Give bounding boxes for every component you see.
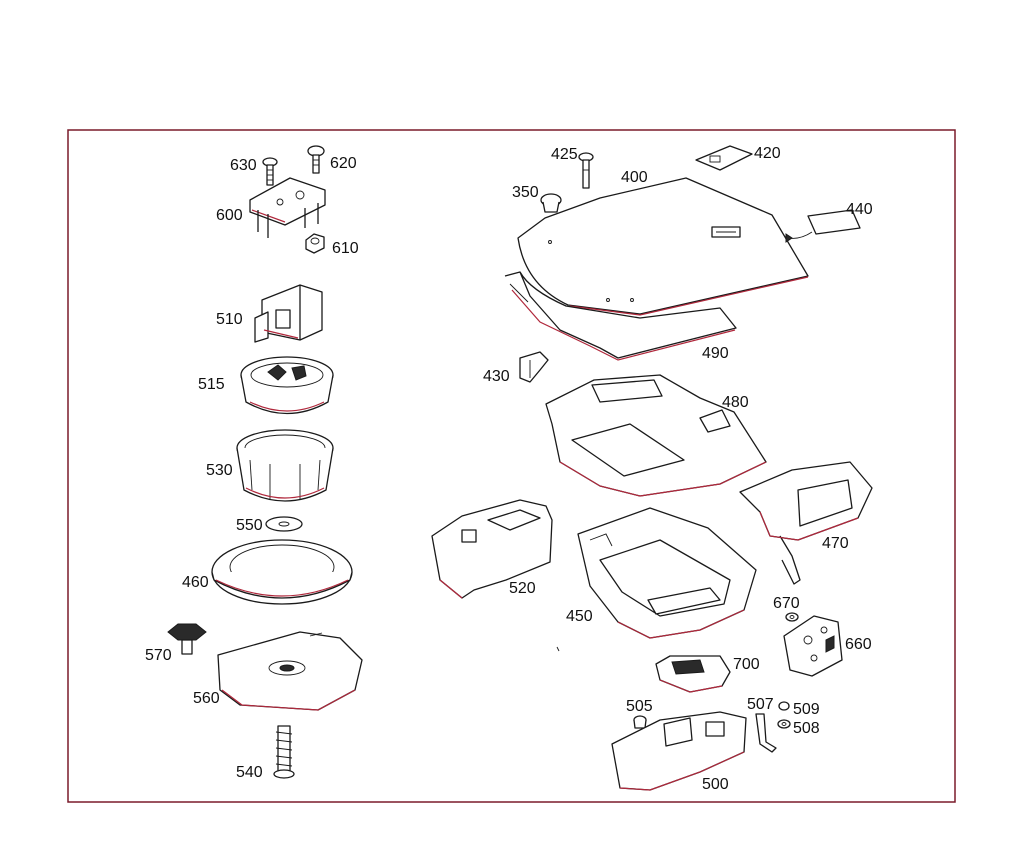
label-630: 630	[230, 157, 257, 174]
label-470: 470	[822, 535, 849, 552]
part-509-nut[interactable]	[778, 701, 790, 711]
label-700: 700	[733, 656, 760, 673]
part-505-nut[interactable]	[633, 715, 647, 729]
label-560: 560	[193, 690, 220, 707]
part-470-side-box[interactable]	[739, 461, 873, 585]
label-490: 490	[702, 345, 729, 362]
part-440-label[interactable]	[785, 209, 861, 243]
label-610: 610	[332, 240, 359, 257]
part-620-screw[interactable]	[307, 145, 325, 174]
diagram-frame	[67, 129, 956, 803]
part-507-bracket[interactable]	[755, 713, 777, 753]
label-540: 540	[236, 764, 263, 781]
label-550: 550	[236, 517, 263, 534]
label-510: 510	[216, 311, 243, 328]
part-490-panel[interactable]	[504, 271, 737, 361]
label-600: 600	[216, 207, 243, 224]
part-700-cover[interactable]	[655, 655, 731, 693]
part-670-nut[interactable]	[785, 612, 799, 622]
part-508-washer[interactable]	[777, 719, 791, 729]
stray-mark	[556, 646, 560, 652]
label-670: 670	[773, 595, 800, 612]
part-630-screw[interactable]	[262, 157, 278, 186]
part-570-clip[interactable]	[167, 623, 207, 655]
label-400: 400	[621, 169, 648, 186]
label-350: 350	[512, 184, 539, 201]
part-530-ring[interactable]	[236, 429, 334, 502]
label-520: 520	[509, 580, 536, 597]
part-610-nut[interactable]	[305, 233, 325, 254]
label-509: 509	[793, 701, 820, 718]
part-350-plug[interactable]	[540, 193, 562, 213]
label-420: 420	[754, 145, 781, 162]
part-460-ring[interactable]	[211, 539, 353, 605]
part-550-washer[interactable]	[265, 516, 303, 532]
part-510-holder[interactable]	[254, 284, 323, 343]
label-430: 430	[483, 368, 510, 385]
label-660: 660	[845, 636, 872, 653]
part-540-bolt[interactable]	[273, 725, 295, 779]
part-560-tray[interactable]	[217, 631, 363, 711]
part-515-insert[interactable]	[240, 356, 334, 415]
label-530: 530	[206, 462, 233, 479]
label-620: 620	[330, 155, 357, 172]
part-400-load-floor[interactable]	[517, 177, 809, 316]
label-508: 508	[793, 720, 820, 737]
label-460: 460	[182, 574, 209, 591]
part-420-lid[interactable]	[695, 145, 753, 171]
label-500: 500	[702, 776, 729, 793]
label-515: 515	[198, 376, 225, 393]
part-480-tray[interactable]	[545, 374, 767, 497]
part-425-pin[interactable]	[578, 152, 594, 189]
part-450-tub[interactable]	[577, 507, 757, 639]
part-660-bracket[interactable]	[783, 615, 843, 677]
label-570: 570	[145, 647, 172, 664]
part-600-bracket[interactable]	[249, 177, 326, 238]
part-500-holder[interactable]	[611, 711, 747, 791]
label-480: 480	[722, 394, 749, 411]
label-507: 507	[747, 696, 774, 713]
label-505: 505	[626, 698, 653, 715]
label-450: 450	[566, 608, 593, 625]
part-430-clip[interactable]	[519, 351, 549, 383]
label-425: 425	[551, 146, 578, 163]
label-440: 440	[846, 201, 873, 218]
part-520-bracket[interactable]	[431, 499, 553, 599]
